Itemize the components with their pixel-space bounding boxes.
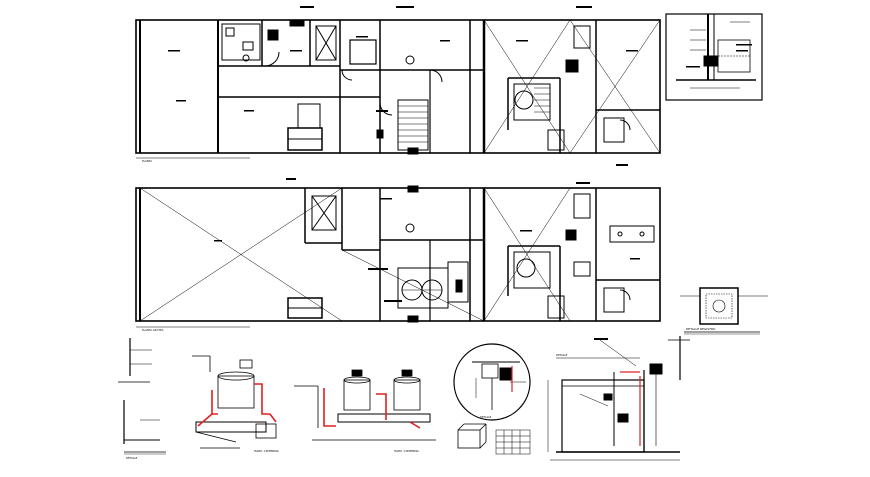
riser-details <box>118 338 166 455</box>
isometric-tank-2 <box>294 369 436 441</box>
schedule-table <box>495 429 531 455</box>
isometric-tank-1 <box>192 355 277 449</box>
isometric-tank-1-pipes <box>197 383 277 427</box>
floor-plan-upper <box>135 19 661 159</box>
isometric-tank-2-pipes <box>323 388 421 429</box>
elevation-1-title: ISOM. CISTERNA <box>254 449 280 453</box>
section-detail-box <box>665 13 763 101</box>
plan-2-title: PLANTA AZOTEA <box>142 328 164 332</box>
schedule-title: DETALLE <box>480 415 492 419</box>
floor-plan-lower <box>135 185 661 328</box>
section-title: DETALLE <box>556 353 568 357</box>
riser-title: DETALLE <box>126 456 138 460</box>
elevation-2-title: ISOM. CISTERNA <box>394 449 420 453</box>
circular-detail <box>453 343 531 421</box>
registro-detail-title: DETALLE REGISTRO <box>686 327 716 331</box>
registro-detail <box>680 287 768 335</box>
small-box-detail <box>457 423 487 449</box>
plan-1-title: PLANTA <box>142 159 152 163</box>
annotation-marks <box>168 6 752 340</box>
section-elevation <box>547 336 690 461</box>
section-elevation-pipes <box>620 371 641 446</box>
